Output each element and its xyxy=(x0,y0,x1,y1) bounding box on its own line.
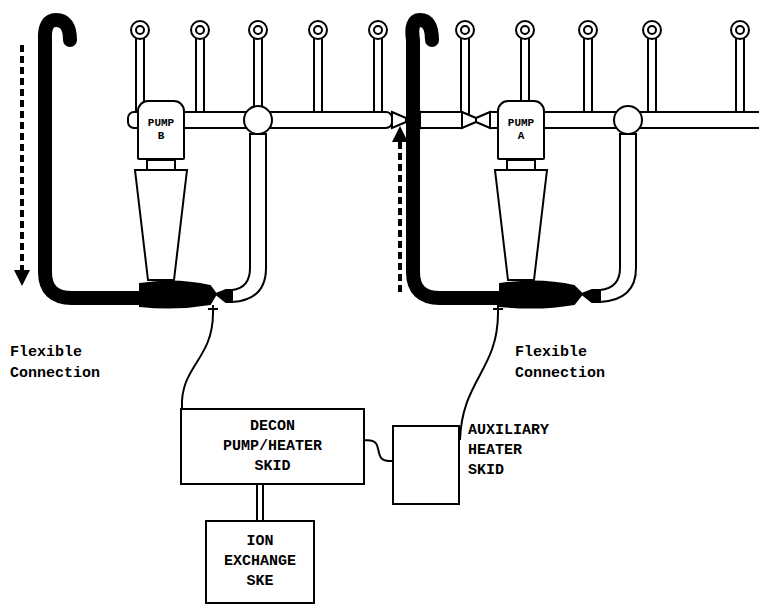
pump-bodies xyxy=(135,160,547,280)
riser-pipes xyxy=(136,38,744,114)
flow-arrows xyxy=(22,45,400,292)
connector-line xyxy=(365,440,392,461)
skid-label: DECON PUMP/HEATER SKID xyxy=(222,417,323,477)
pump-motor: PUMP B xyxy=(137,100,185,160)
connection-label: Flexible Connection xyxy=(10,342,102,384)
pump-volutes xyxy=(140,281,600,307)
skid-label: AUXILIARY HEATER SKID xyxy=(468,421,551,481)
skid-label: ION EXCHANGE SKE xyxy=(223,532,297,592)
header-pipe xyxy=(128,106,759,302)
skid-box: DECON PUMP/HEATER SKID xyxy=(180,408,365,485)
skid-box: ION EXCHANGE SKE xyxy=(205,520,315,604)
skid-box: AUXILIARY HEATER SKID xyxy=(392,425,460,505)
crossover-pipes xyxy=(45,20,508,298)
connector-line xyxy=(257,485,263,520)
connection-label: Flexible Connection xyxy=(515,342,607,384)
pump-motor: PUMP A xyxy=(497,100,545,160)
nozzle-circles xyxy=(131,21,749,39)
pump-label: PUMP A xyxy=(507,117,535,143)
pump-label: PUMP B xyxy=(147,117,175,143)
